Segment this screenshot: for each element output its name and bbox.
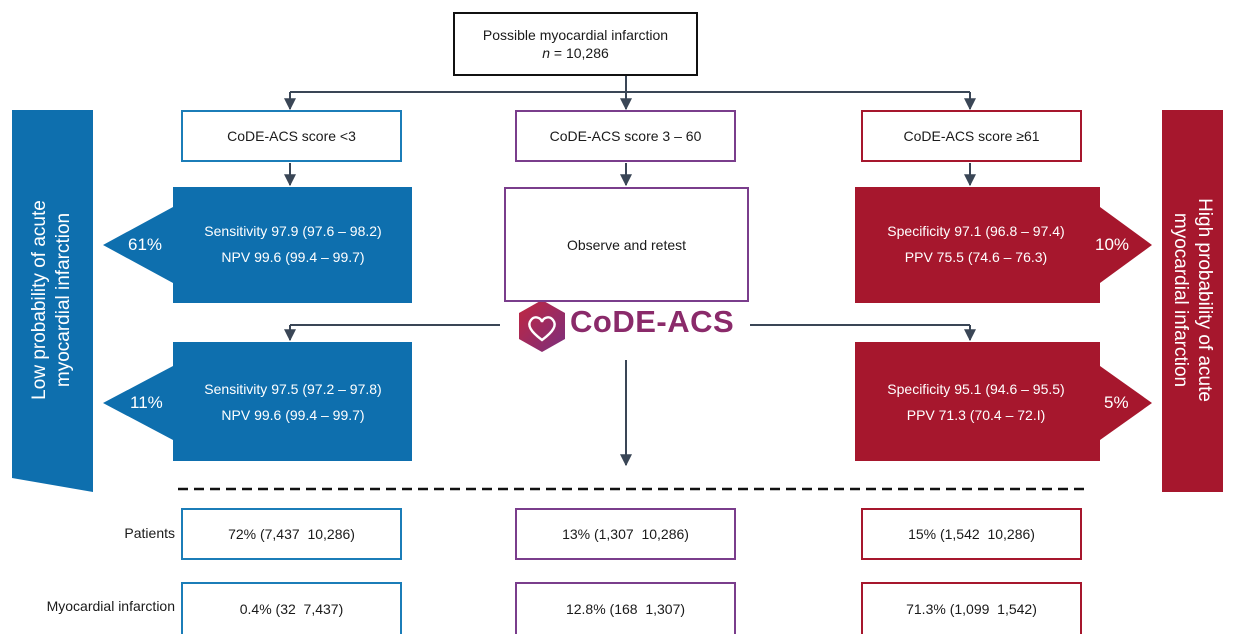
mi-cell-high: 71.3% (1,099 1,542) <box>861 582 1082 634</box>
low-first-arrow-shape <box>103 187 412 303</box>
left-side-label-line2: myocardial infarction <box>53 212 74 388</box>
observe-retest-box: Observe and retest <box>504 187 749 302</box>
patients-cell-mid: 13% (1,307 10,286) <box>515 508 736 560</box>
patients-value-low: 72% (7,437 10,286) <box>228 526 355 542</box>
row-label-myocardial-infarction: Myocardial infarction <box>46 598 175 614</box>
top-box-title: Possible myocardial infarction <box>482 27 669 43</box>
high-first-specificity: Specificity 97.1 (96.8 – 97.4) <box>887 223 1065 239</box>
category-box-high: CoDE-ACS score ≥61 <box>861 110 1082 162</box>
high-first-ppv: PPV 75.5 (74.6 – 76.3) <box>904 249 1048 265</box>
high-second-arrow-shape <box>855 342 1152 461</box>
observe-retest-label: Observe and retest <box>566 236 687 253</box>
left-side-banner <box>12 110 93 492</box>
mi-value-low: 0.4% (32 7,437) <box>239 601 344 617</box>
category-label-low: CoDE-ACS score <3 <box>227 128 356 144</box>
category-box-low: CoDE-ACS score <3 <box>181 110 402 162</box>
high-second-ppv: PPV 71.3 (70.4 – 72.I) <box>906 407 1046 423</box>
low-first-sensitivity: Sensitivity 97.9 (97.6 – 98.2) <box>204 223 382 239</box>
mi-cell-mid: 12.8% (168 1,307) <box>515 582 736 634</box>
high-second-metrics: Specificity 95.1 (94.6 – 95.5) PPV 71.3 … <box>858 376 1094 428</box>
mi-value-mid: 12.8% (168 1,307) <box>565 601 686 617</box>
top-box-n: n = 10,286 <box>542 44 609 62</box>
right-side-label-line2: myocardial infarction <box>1170 212 1191 388</box>
patients-cell-high: 15% (1,542 10,286) <box>861 508 1082 560</box>
low-second-metrics: Sensitivity 97.5 (97.2 – 97.8) NPV 99.6 … <box>178 376 408 428</box>
low-second-sensitivity: Sensitivity 97.5 (97.2 – 97.8) <box>204 381 382 397</box>
high-second-specificity: Specificity 95.1 (94.6 – 95.5) <box>887 381 1065 397</box>
patients-cell-low: 72% (7,437 10,286) <box>181 508 402 560</box>
code-acs-logo-text: CoDE-ACS <box>570 304 735 339</box>
patients-value-mid: 13% (1,307 10,286) <box>562 526 689 542</box>
high-first-metrics: Specificity 97.1 (96.8 – 97.4) PPV 75.5 … <box>858 218 1094 270</box>
top-connectors <box>284 76 976 467</box>
n-value: = 10,286 <box>550 45 609 61</box>
patients-value-high: 15% (1,542 10,286) <box>908 526 1035 542</box>
category-box-mid: CoDE-ACS score 3 – 60 <box>515 110 736 162</box>
low-second-arrow-shape <box>103 342 412 461</box>
high-second-percent: 5% <box>1104 393 1129 412</box>
low-second-npv: NPV 99.6 (99.4 – 99.7) <box>221 407 365 423</box>
category-label-mid: CoDE-ACS score 3 – 60 <box>549 128 702 144</box>
low-first-metrics: Sensitivity 97.9 (97.6 – 98.2) NPV 99.6 … <box>178 218 408 270</box>
right-side-label: High probability of acute myocardial inf… <box>1168 198 1216 402</box>
low-first-npv: NPV 99.6 (99.4 – 99.7) <box>221 249 365 265</box>
low-first-percent: 61% <box>128 235 163 254</box>
high-first-percent: 10% <box>1095 235 1130 254</box>
row-label-patients: Patients <box>124 525 175 541</box>
right-side-banner <box>1162 110 1223 492</box>
n-label: n <box>542 45 550 61</box>
high-first-arrow-shape <box>855 187 1152 303</box>
left-side-label-line1: Low probability of acute <box>29 200 50 400</box>
top-box-possible-mi: Possible myocardial infarction n = 10,28… <box>453 12 698 76</box>
category-label-high: CoDE-ACS score ≥61 <box>903 128 1040 144</box>
right-side-label-line1: High probability of acute <box>1194 198 1215 402</box>
left-side-label: Low probability of acute myocardial infa… <box>28 200 76 400</box>
mi-cell-low: 0.4% (32 7,437) <box>181 582 402 634</box>
mi-value-high: 71.3% (1,099 1,542) <box>906 601 1037 617</box>
low-second-percent: 11% <box>130 393 163 412</box>
code-acs-logo-icon <box>519 300 565 352</box>
